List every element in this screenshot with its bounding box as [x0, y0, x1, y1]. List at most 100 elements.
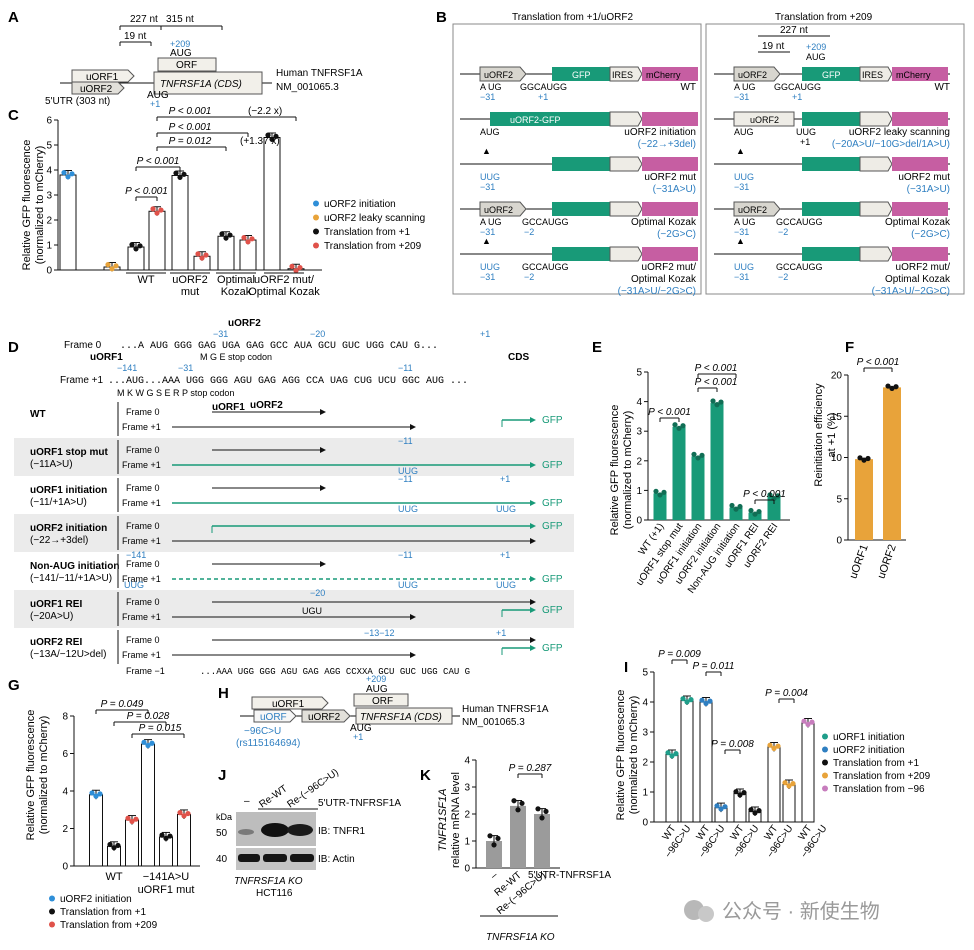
h-orf: ORF — [372, 696, 393, 707]
b-dist-19: 19 nt — [762, 41, 784, 52]
d-n11: −11 — [398, 550, 413, 560]
e-ylabel2: (normalized to mCherry) — [622, 411, 634, 530]
k-ylabel2: relative mRNA level — [450, 772, 462, 868]
g-legend-label: Translation from +209 — [60, 920, 158, 931]
g-point — [97, 791, 103, 797]
d-frame0: Frame 0 — [126, 521, 160, 531]
b-aug: A UG — [734, 217, 756, 227]
i-bar — [699, 701, 713, 823]
g-point — [177, 810, 183, 816]
j-rewt: Re-WT — [257, 783, 289, 810]
j-m40: 40 — [216, 854, 228, 865]
d-construct-sub: (−22→+3del) — [30, 535, 88, 546]
panel-g-letter: G — [8, 677, 20, 694]
e-point — [733, 506, 739, 512]
g-point — [163, 835, 169, 841]
b-m2: −2 — [524, 272, 534, 282]
c-fold-1: (−2.2 x) — [248, 106, 282, 117]
b-row-sub: (−31A>U) — [907, 184, 950, 195]
h-uorf1: uORF1 — [272, 699, 305, 710]
i-tick-label: 2 — [642, 758, 648, 769]
k-category: – — [489, 870, 501, 882]
b-uug: UUG — [480, 262, 500, 272]
c-point — [69, 171, 75, 177]
e-tick-label: 5 — [636, 368, 642, 379]
b-mcherry — [892, 247, 948, 261]
b-gfp — [802, 247, 860, 261]
b-aug-209: AUG — [806, 52, 826, 62]
i-bar — [665, 754, 679, 823]
e-point — [695, 455, 701, 461]
f-p-pvalue: P < 0.001 — [857, 357, 900, 368]
d-n1: +1 — [500, 474, 510, 484]
panel-b-left-box — [452, 23, 702, 295]
g-legend-label: Translation from +1 — [60, 907, 146, 918]
d-construct-name: uORF2 REI — [30, 637, 82, 648]
i-p1-pvalue: P = 0.009 — [658, 649, 701, 660]
d-frame1-top: Frame +1 — [60, 375, 104, 386]
e-point — [699, 452, 705, 458]
panel-a: A 227 nt 315 nt 19 nt +209 AUG ORF uORF1… — [8, 9, 363, 109]
h-uorf: uORF — [260, 712, 287, 723]
b-row-label: Optimal Kozak — [631, 217, 697, 228]
e-bar — [653, 493, 667, 520]
k-point — [491, 842, 497, 848]
e-point — [737, 503, 743, 510]
d-construct-name: uORF1 initiation — [30, 485, 107, 496]
aug-top: AUG — [170, 48, 192, 59]
b-uug: UUG — [480, 172, 500, 182]
c-tick-label: 3 — [46, 191, 52, 202]
d-ugu: UGU — [302, 606, 322, 616]
b-m2: −2 — [524, 227, 534, 237]
k-tick-label: 2 — [464, 810, 470, 821]
d-cds-head — [530, 417, 536, 423]
k-ylabel: TNFR1SF1A — [437, 789, 449, 852]
e-point — [661, 489, 667, 495]
c-tick-label: 5 — [46, 141, 52, 152]
c-p1-pvalue: P < 0.001 — [125, 186, 168, 197]
b-ires-label: IRES — [612, 70, 633, 80]
b-p1: +1 — [538, 92, 548, 102]
i-ylabel: Relative GFP fluorescence — [615, 690, 627, 821]
g-bar — [141, 743, 155, 867]
b-row-sub: (−2G>C) — [657, 229, 696, 240]
c-point — [297, 264, 303, 271]
e-point — [729, 502, 735, 509]
e-bar — [767, 496, 781, 520]
f-point — [861, 457, 867, 463]
b-mcherry — [892, 202, 948, 216]
b-gfp — [802, 157, 860, 171]
b-mcherry-label: mCherry — [896, 70, 931, 80]
i-bar — [801, 722, 815, 823]
dist-19: 19 nt — [124, 31, 146, 42]
g-legend-swatch — [49, 908, 55, 915]
e-tick-label: 2 — [636, 456, 642, 467]
d-construct-sub: (−13A/−12U>del) — [30, 649, 106, 660]
c-tick-label: 6 — [46, 116, 52, 127]
d-construct-name: WT — [30, 409, 46, 420]
j-kda: kDa — [216, 812, 232, 822]
e-point — [775, 493, 781, 499]
g-point — [115, 842, 121, 849]
b-uorf2-gfp-label: uORF2-GFP — [510, 115, 561, 125]
c-bar — [217, 235, 235, 271]
e-point — [752, 511, 758, 517]
c-legend-label: Translation from +209 — [324, 241, 422, 252]
d-gfp: GFP — [542, 521, 563, 532]
g-point — [133, 816, 139, 822]
b-dist-227: 227 nt — [780, 25, 808, 36]
d-frame1-head — [410, 652, 416, 658]
d-gfp: GFP — [542, 415, 563, 426]
b-mcherry — [642, 112, 698, 126]
e-bar — [729, 507, 743, 520]
c-point — [199, 255, 205, 261]
e-point — [653, 488, 659, 494]
g-bar — [125, 819, 139, 867]
d-frame1-head — [410, 424, 416, 430]
k-point — [487, 833, 493, 839]
k-bar — [510, 805, 526, 868]
d-n11: −11 — [398, 474, 413, 484]
